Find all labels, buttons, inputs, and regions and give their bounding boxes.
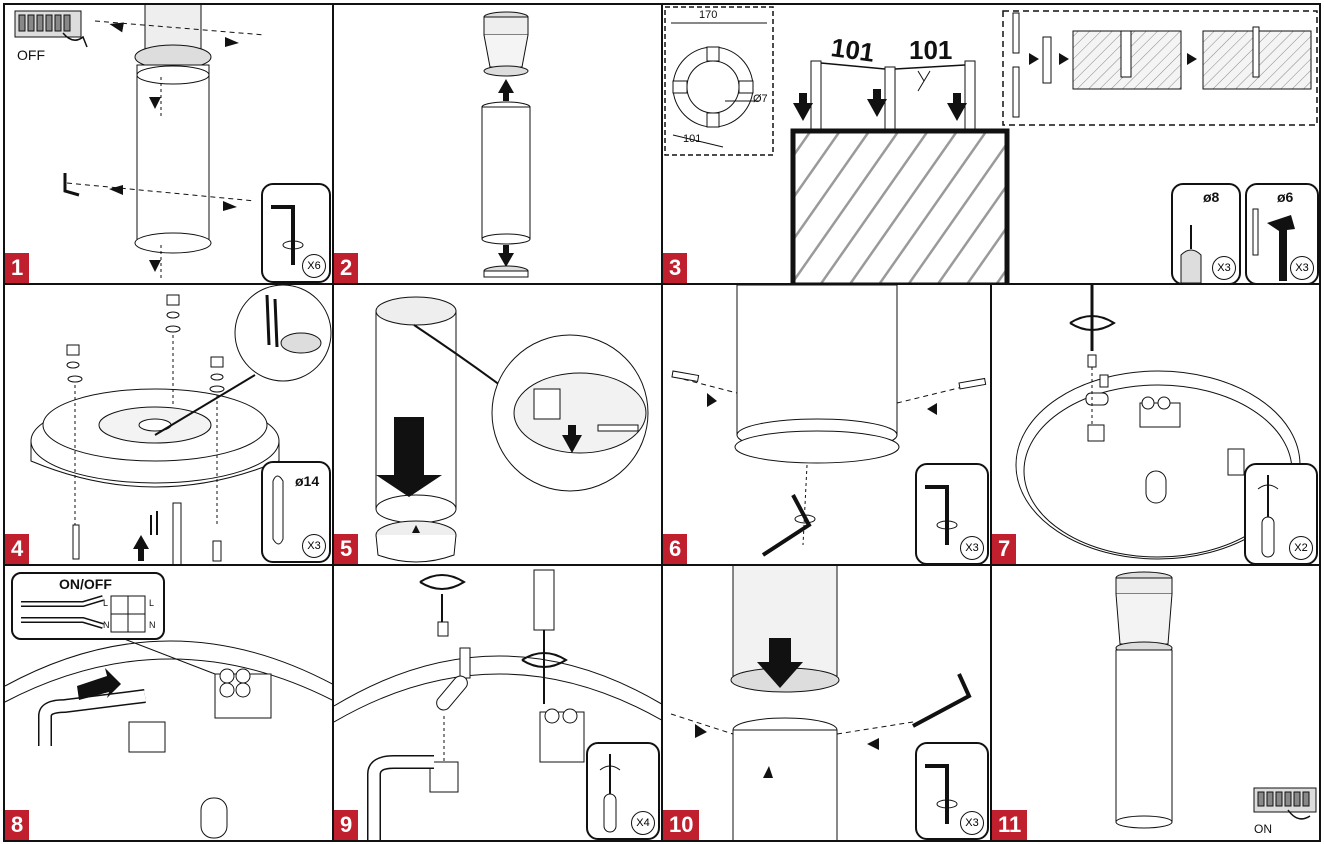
template-hole-label: Ø7 <box>753 93 768 105</box>
breaker-switch-icon <box>1253 787 1317 820</box>
terminal-label-1: L <box>103 598 109 608</box>
panel-step-1: OFF X6 1 <box>3 3 334 285</box>
screwdriver-icon <box>1257 475 1279 558</box>
step-badge-2: 2 <box>334 253 359 283</box>
step-6-illustration <box>671 285 987 557</box>
tool-box-7: X2 <box>1244 463 1318 564</box>
terminal-label-3: N <box>103 620 110 630</box>
panel-step-11: ON 11 <box>990 564 1321 842</box>
step-badge-10: 10 <box>663 810 700 840</box>
tool-box-6: X3 <box>915 463 989 564</box>
tool-qty-1: X6 <box>302 254 326 278</box>
panel-step-8: ON/OFF L L N N 8 <box>3 564 334 842</box>
panel-step-9: X4 9 <box>332 564 663 842</box>
panel-step-6: X3 6 <box>661 283 992 566</box>
step-2-illustration <box>481 11 531 278</box>
drill-tool-box: ø8 X3 <box>1171 183 1241 283</box>
hammer-tool-box: ø6 X3 <box>1245 183 1319 283</box>
panel-step-4: ø14 X3 4 <box>3 283 334 566</box>
terminal-label-4: N <box>149 620 156 630</box>
step-10-illustration <box>670 566 972 840</box>
tool-qty-10: X3 <box>960 811 984 835</box>
panel-step-7: X2 7 <box>990 283 1321 566</box>
spacing-a-label: 101 <box>829 32 877 68</box>
step-badge-3: 3 <box>663 253 688 283</box>
tool-qty-7: X2 <box>1289 536 1313 560</box>
step-11-illustration <box>1115 571 1317 829</box>
step-badge-9: 9 <box>334 810 359 840</box>
step-3-illustration <box>664 6 1318 283</box>
tool-box-1: X6 <box>261 183 331 283</box>
panel-step-2: 2 <box>332 3 663 285</box>
wrench-tool-box: ø14 X3 <box>261 461 331 563</box>
screwdriver-icon <box>599 754 621 833</box>
step-9-illustration <box>334 569 661 840</box>
hammer-diameter: ø6 <box>1277 189 1294 205</box>
step-4-illustration <box>30 285 332 564</box>
panel-step-5: 5 <box>332 283 663 566</box>
step-badge-7: 7 <box>992 534 1017 564</box>
onoff-label: ON/OFF <box>59 576 112 592</box>
tool-box-10: X3 <box>915 742 989 840</box>
wrench-size: ø14 <box>295 473 320 489</box>
drill-diameter: ø8 <box>1203 189 1220 205</box>
hex-key-icon <box>925 764 958 824</box>
hex-key-icon <box>925 485 958 545</box>
tool-box-9: X4 <box>586 742 660 840</box>
panel-step-10: X3 10 <box>661 564 992 842</box>
step-1-illustration <box>14 5 266 280</box>
breaker-switch-icon <box>14 10 88 48</box>
wrench-qty: X3 <box>302 534 326 558</box>
step-badge-8: 8 <box>5 810 30 840</box>
switch-off-label: OFF <box>17 47 45 63</box>
panel-step-3: 170 Ø7 101 101 101 ø8 X3 ø6 X3 3 <box>661 3 1321 285</box>
drill-icon <box>1180 225 1202 283</box>
step-badge-11: 11 <box>992 810 1028 840</box>
step-badge-6: 6 <box>663 534 688 564</box>
tool-qty-9: X4 <box>631 811 655 835</box>
terminal-wiring-icon <box>21 595 146 633</box>
wrench-icon <box>272 475 284 545</box>
hammer-icon <box>1252 208 1295 281</box>
step-5-illustration <box>375 296 649 563</box>
step-badge-5: 5 <box>334 534 359 564</box>
onoff-callout: ON/OFF L L N N <box>11 572 165 640</box>
tool-qty-6: X3 <box>960 536 984 560</box>
template-width-label: 170 <box>699 9 718 21</box>
template-spacing-label: 101 <box>683 133 702 145</box>
hammer-qty: X3 <box>1290 256 1314 280</box>
spacing-b-label: 101 <box>909 35 953 65</box>
step-7-illustration <box>1015 285 1301 560</box>
drill-qty: X3 <box>1212 256 1236 280</box>
step-badge-4: 4 <box>5 534 30 564</box>
step-badge-1: 1 <box>5 253 30 283</box>
switch-on-label: ON <box>1254 822 1272 836</box>
hex-key-icon <box>271 205 304 265</box>
terminal-label-2: L <box>149 598 155 608</box>
